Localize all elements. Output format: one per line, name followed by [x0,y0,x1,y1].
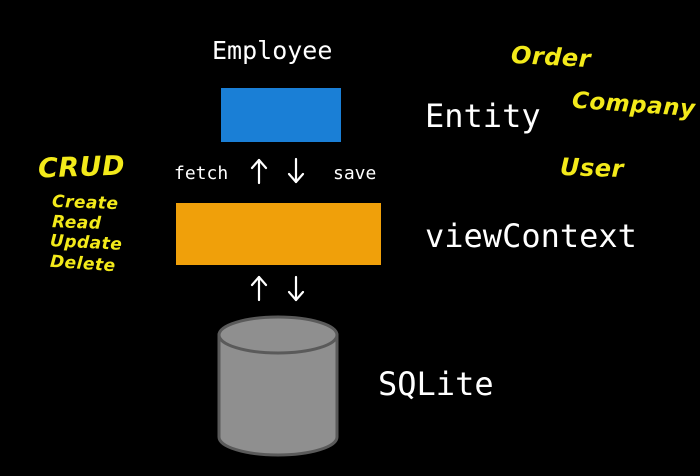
crud-title: CRUD [37,150,126,185]
sqlite-label: SQLite [378,365,494,403]
lower-up-arrow-icon [250,275,268,302]
employee-label: Employee [212,36,333,65]
save-label: save [333,163,377,184]
order-note: Order [510,40,592,74]
crud-item-update: Update [49,231,123,255]
entity-box [221,88,341,142]
user-note: User [559,152,625,184]
view-context-label: viewContext [425,217,637,255]
fetch-label: fetch [174,163,229,184]
database-cylinder-icon [217,315,339,457]
crud-item-create: Create [51,191,119,215]
lower-down-arrow-icon [287,275,305,302]
fetch-up-arrow-icon [250,158,268,185]
save-down-arrow-icon [287,157,305,184]
entity-label: Entity [425,97,541,135]
view-context-box [176,203,381,265]
